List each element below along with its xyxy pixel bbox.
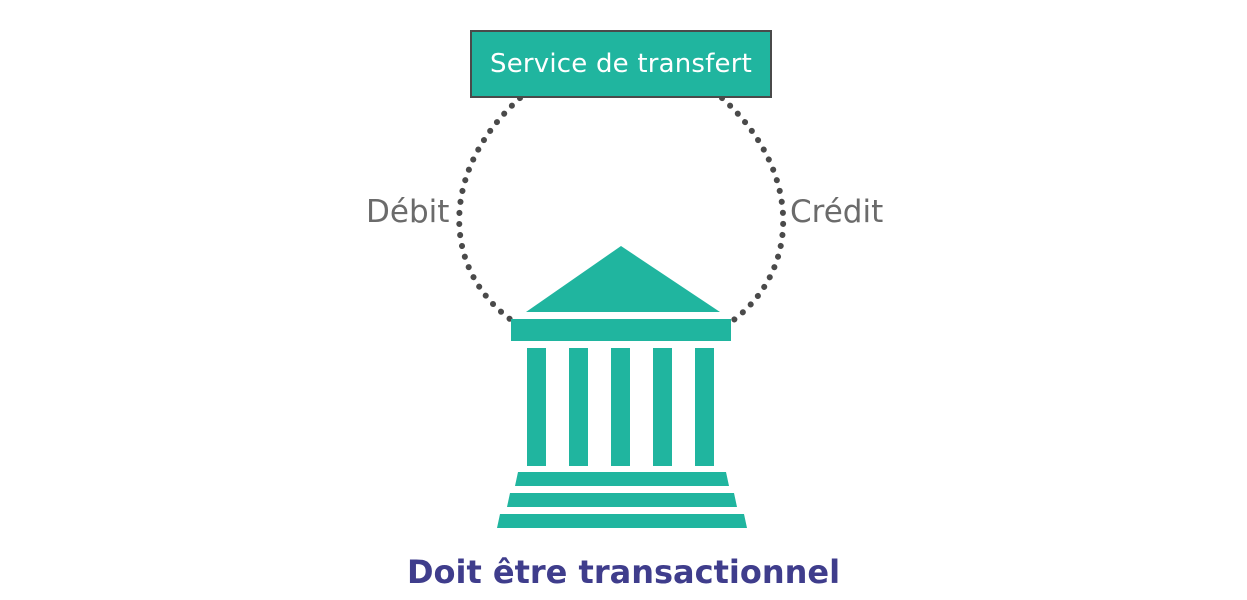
bank-entablature xyxy=(511,319,731,341)
debit-label: Débit xyxy=(366,194,450,230)
bank-column xyxy=(695,348,714,466)
bank-column xyxy=(527,348,546,466)
credit-label: Crédit xyxy=(790,194,884,230)
bank-step-bottom xyxy=(497,514,747,528)
bank-column xyxy=(653,348,672,466)
service-de-transfert-box: Service de transfert xyxy=(470,30,772,98)
bank-building-icon xyxy=(497,246,747,528)
bank-column xyxy=(611,348,630,466)
bank-roof xyxy=(526,246,720,312)
debit-arc xyxy=(456,95,523,325)
bank-step-top xyxy=(515,472,729,486)
bank-column xyxy=(569,348,588,466)
credit-arc xyxy=(719,95,787,325)
bank-step-middle xyxy=(507,493,737,507)
diagram-caption: Doit être transactionnel xyxy=(406,553,841,591)
service-box-label: Service de transfert xyxy=(490,49,752,79)
